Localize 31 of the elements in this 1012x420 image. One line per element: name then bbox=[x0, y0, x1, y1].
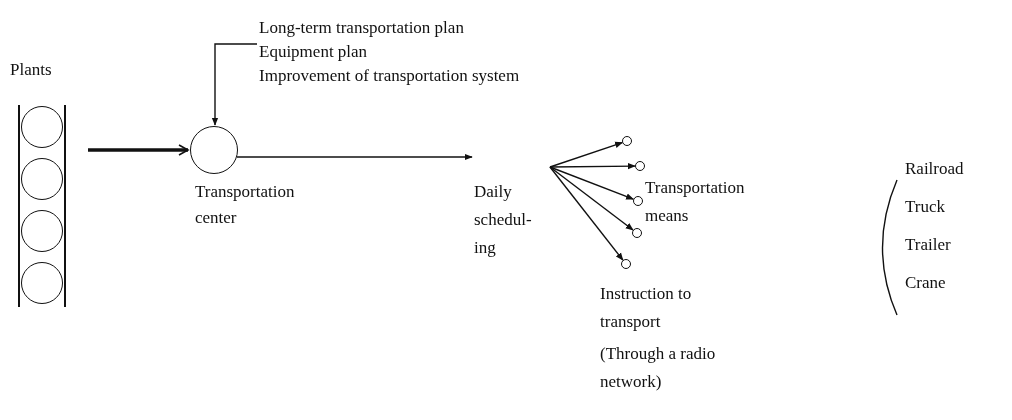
plants-heading: Plants bbox=[10, 59, 52, 81]
arrow bbox=[549, 166, 634, 231]
label-text: Truck bbox=[905, 196, 945, 218]
arrow bbox=[549, 166, 635, 200]
plant-circle bbox=[21, 262, 63, 304]
center-circle bbox=[190, 126, 238, 174]
arrow bbox=[549, 141, 624, 168]
label-text: Crane bbox=[905, 272, 946, 294]
plan-text: Equipment plan bbox=[259, 41, 369, 63]
small-circle bbox=[621, 259, 631, 269]
small-circle bbox=[635, 161, 645, 171]
small-circle bbox=[622, 136, 632, 146]
small-circle bbox=[632, 228, 642, 238]
node-label: Transportation center bbox=[195, 181, 296, 229]
schedule-text: Daily schedul- ing bbox=[474, 181, 533, 259]
label-text: Railroad bbox=[905, 158, 964, 180]
plant-circle bbox=[21, 106, 63, 148]
plant-circle bbox=[21, 158, 63, 200]
label-text: Trailer bbox=[905, 234, 951, 256]
arrow bbox=[549, 163, 636, 170]
arrow bbox=[549, 166, 624, 261]
plan-text: Improvement of transportation system bbox=[259, 65, 520, 87]
arrow bbox=[236, 153, 473, 161]
plan-text: Long-term transportation plan bbox=[259, 17, 465, 39]
arrow bbox=[211, 43, 258, 126]
plant-circle bbox=[21, 210, 63, 252]
thick-arrow bbox=[88, 144, 189, 156]
label-text: (Through a radio network) bbox=[600, 343, 717, 393]
label-text: Transportation means bbox=[645, 177, 746, 227]
small-circle bbox=[633, 196, 643, 206]
label-text: Instruction to transport bbox=[600, 283, 693, 333]
